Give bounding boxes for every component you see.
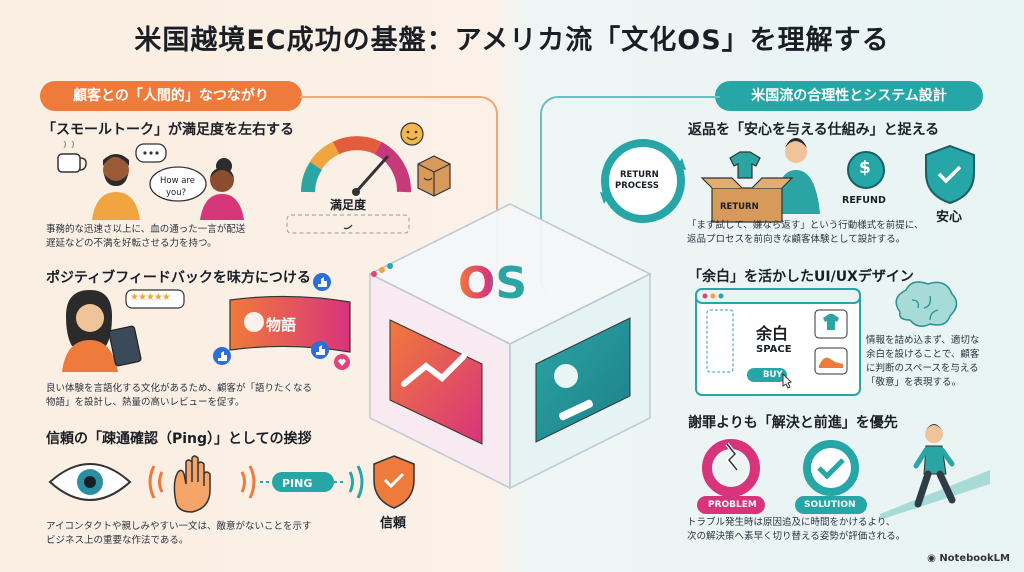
man-avatar [92,154,140,220]
refund-label: REFUND [842,195,886,206]
speech-bubble-icon [135,143,167,163]
bubble-text-2: you? [166,188,187,198]
waving-hand-icon [173,455,211,513]
brain-icon [895,281,958,327]
ping-text-line2: ビジネス上の重要な作法である。 [46,535,189,546]
tshirt-product-icon [814,309,848,339]
dollar-sign: $ [859,158,871,178]
solution-heading: 謝罪よりも「解決と前進」を優先 [688,415,898,431]
smalltalk-illustration [57,140,244,220]
yohaku-text-line2: 余白を設けることで、顧客 [866,349,980,360]
yohaku-label: 余白 [756,324,789,343]
thumbs-up-icon [313,273,331,291]
wave-right-icon [240,465,256,499]
feedback-text-line1: 良い体験を言語化する文化があるため、顧客が「語りたくなる [46,383,313,394]
heart-icon [334,354,350,370]
gauge-label: 満足度 [330,198,367,212]
eye-icon [48,463,132,501]
return-heading: 返品を「安心を与える仕組み」と捉える [688,122,940,138]
coffee-cup-icon [57,140,87,173]
ping-badge: PING [282,477,313,490]
ping-text: アイコンタクトや親しみやすい一文は、敵意がないことを示す ビジネス上の重要な作法… [46,520,312,548]
yohaku-text: 情報を詰め込まず、適切な 余白を設けることで、顧客 に判断のスペースを与える 「… [866,334,979,390]
smalltalk-text-line2: 遅延などの不満を好転させる力を持つ。 [46,238,217,249]
ping-heading: 信頼の「疎通確認（Ping）」としての挨拶 [46,431,312,447]
os-cube-illustration [368,203,652,490]
return-process-label-1: RETURN [620,170,659,180]
walking-man-illustration [880,424,990,520]
solution-text-line1: トラブル発生時は原因追及に時間をかけるより、 [687,517,896,528]
brand-label: ◉ NotebookLM [927,553,1010,564]
thumbs-up-icon [311,341,329,359]
solution-text-line2: 次の解決策へ素早く切り替える姿勢が評価される。 [687,531,906,542]
right-section-label: 米国流の合理性とシステム設計 [715,81,983,111]
space-label: SPACE [756,344,792,355]
smalltalk-text-line1: 事務的な迅速さ以上に、血の通った一言が配送 [46,224,246,235]
return-process-ring [600,139,686,223]
return-box-label: RETURN [720,202,759,212]
feedback-text-line2: 物語」を設計し、熱量の高いレビューを促す。 [46,397,245,408]
wave-teal-icon [348,465,364,499]
broken-ring-icon [702,439,760,497]
how-are-you-bubble [149,166,207,202]
shoe-product-icon [814,347,848,375]
return-box-icon [700,177,794,223]
tshirt-icon [729,151,761,179]
buy-button: BUY [763,370,783,380]
trust-shield-icon [373,455,415,509]
return-box-illustration [700,138,820,223]
tablet-icon [108,325,142,367]
window-dots-icon [371,263,393,277]
trust-label: 信頼 [380,516,407,531]
problem-badge: PROBLEM [708,500,757,510]
return-text-line1: 「まず試して、嫌なら返す」という行動様式を前提に、 [687,220,924,231]
smiley-icon [400,122,424,146]
yohaku-text-line1: 情報を詰め込まず、適切な [866,335,980,346]
problem-solution-illustration [697,439,867,514]
ping-illustration [48,455,415,513]
thumbs-up-icon [213,347,231,365]
ping-text-line1: アイコンタクトや親しみやすい一文は、敵意がないことを示す [46,521,312,532]
yohaku-text-line4: 「敬意」を表現する。 [866,377,962,388]
notebooklm-logo-icon: ◉ [927,553,940,564]
yohaku-text-line3: に判断のスペースを与える [866,363,979,374]
smalltalk-heading: 「スモールトーク」が満足度を左右する [42,122,294,138]
package-box-icon [417,155,451,197]
stars-rating [125,289,185,309]
smalltalk-text: 事務的な迅速さ以上に、血の通った一言が配送 遅延などの不満を好転させる力を持つ。 [46,223,245,251]
ui-window-illustration [695,288,861,396]
solution-badge: SOLUTION [804,500,856,510]
satisfaction-gauge [300,136,411,196]
smiley-box-illustration [400,122,451,197]
bubble-text-1: How are [160,176,195,186]
dollar-coin-icon [847,151,885,189]
brand-text: NotebookLM [939,553,1010,564]
stars-rating-value: ★★★★★ [130,292,171,303]
return-text: 「まず試して、嫌なら返す」という行動様式を前提に、 返品プロセスを前向きな顧客体… [687,219,923,247]
story-card-illustration [213,273,351,370]
return-text-line2: 返品プロセスを前向きな顧客体験として設計する。 [687,234,906,245]
page-title: 米国越境EC成功の基盤：アメリカ流「文化OS」を理解する [134,25,890,56]
left-frame-line [300,96,498,296]
solution-check-icon [803,440,859,496]
right-frame-line [540,96,720,296]
return-process-label-2: PROCESS [615,181,659,191]
story-card-label: 物語 [266,316,297,334]
gauge-dashed-box [286,214,410,234]
feedback-heading: ポジティブフィードバックを味方につける [46,270,311,286]
wave-left-icon [148,465,164,499]
solution-text: トラブル発生時は原因追及に時間をかけるより、 次の解決策へ素早く切り替える姿勢が… [687,516,905,544]
os-label: OS [458,258,528,309]
anshin-label: 安心 [936,210,963,225]
woman-avatar [200,158,244,220]
left-section-label: 顧客との「人間的」なつながり [40,81,302,111]
feedback-text: 良い体験を言語化する文化があるため、顧客が「語りたくなる 物語」を設計し、熱量の… [46,382,312,410]
yohaku-heading: 「余白」を活かしたUI/UXデザイン [688,269,914,285]
anshin-shield-icon [925,144,975,205]
review-writer-illustration [62,289,185,372]
woman-writing-avatar [62,290,118,372]
